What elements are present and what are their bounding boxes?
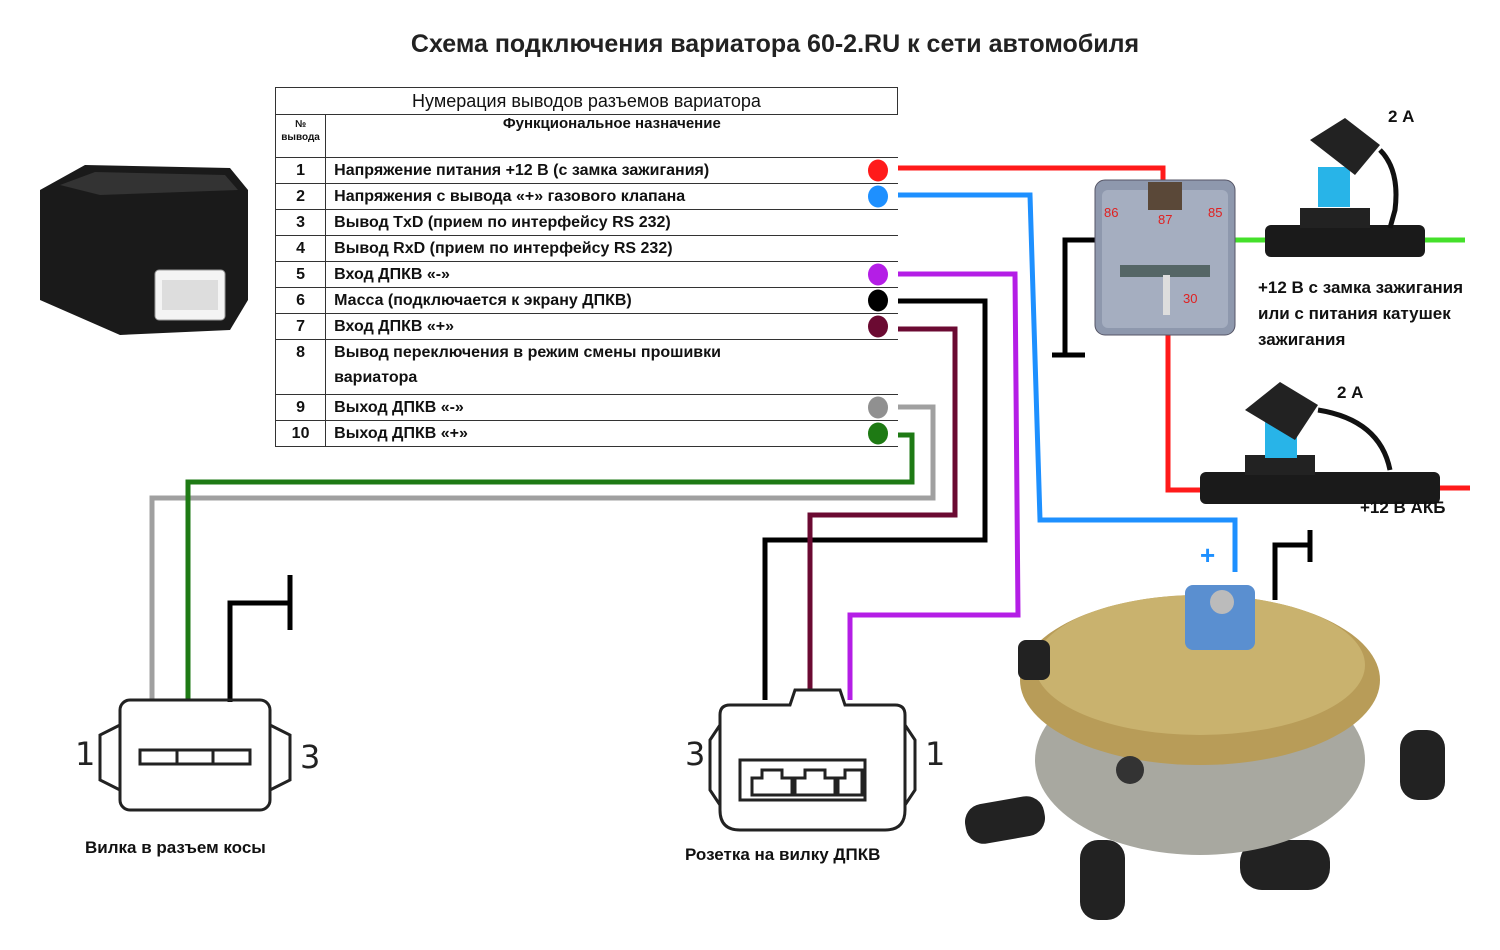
fuse-battery-rating: 2 А	[1337, 383, 1364, 402]
relay-image: 86 87 85 30	[1094, 179, 1236, 336]
pin-number: 2	[274, 183, 327, 210]
ground-plug	[227, 600, 290, 702]
wire-gray	[149, 404, 936, 700]
fuse-holder-ignition-image	[1265, 118, 1425, 257]
pin-number: 4	[274, 235, 327, 262]
diagram-title: Схема подключения вариатора 60-2.RU к се…	[410, 30, 1140, 58]
pin-table: Нумерация выводов разъемов вариатора № в…	[274, 87, 898, 447]
pin-function: Вывод RxD (прием по интерфейсу RS 232)	[325, 235, 898, 262]
wire-blue-valve	[878, 192, 1238, 572]
fuse-ignition-label: +12 В с замка зажигания или с питания ка…	[1258, 278, 1464, 349]
wire-maroon	[807, 326, 958, 690]
col-header-number: № вывода	[274, 114, 327, 158]
pin-number: 1	[274, 157, 327, 184]
plug-pin-3: 3	[300, 738, 321, 776]
sensor-socket-label: Розетка на вилку ДПКВ	[685, 845, 881, 864]
fuse-ignition-rating: 2 А	[1388, 107, 1415, 126]
pin-function: Напряжение питания +12 В (с замка зажига…	[325, 157, 898, 184]
wire-purple	[847, 271, 1021, 700]
harness-plug-image	[98, 698, 292, 812]
variator-unit-image	[40, 165, 248, 335]
fuse-holder-battery-image	[1200, 382, 1440, 504]
pin-number: 6	[274, 287, 327, 314]
pin-function: Вывод TxD (прием по интерфейсу RS 232)	[325, 209, 898, 236]
pin-function: Вход ДПКВ «+»	[325, 313, 898, 340]
relay-pin-86: 86	[1104, 205, 1118, 220]
wire-red-battery	[1165, 310, 1205, 493]
ground-relay	[1062, 237, 1105, 355]
gas-reducer-image	[964, 585, 1445, 920]
pin-number: 3	[274, 209, 327, 236]
fuse-battery-label: +12 В АКБ	[1360, 498, 1446, 517]
relay-pin-87: 87	[1158, 212, 1172, 227]
relay-pin-30: 30	[1183, 291, 1197, 306]
pin-table-title: Нумерация выводов разъемов вариатора	[275, 87, 898, 115]
pin-function: Вход ДПКВ «-»	[325, 261, 898, 288]
pin-number: 7	[274, 313, 327, 340]
col-header-function: Функциональное назначение	[325, 114, 898, 158]
valve-plus-label: +	[1200, 540, 1216, 570]
pin-function: Выход ДПКВ «-»	[325, 394, 898, 421]
pin-function: Выход ДПКВ «+»	[325, 420, 898, 447]
socket-pin-1: 1	[925, 735, 946, 773]
wire-black-shield	[762, 298, 988, 700]
pin-number: 9	[274, 394, 327, 421]
sensor-socket-image	[708, 688, 917, 832]
relay-pin-85: 85	[1208, 205, 1222, 220]
pin-function: Вывод переключения в режим смены прошивк…	[325, 339, 898, 395]
ground-valve	[1272, 542, 1310, 600]
pin-function: Масса (подключается к экрану ДПКВ)	[325, 287, 898, 314]
socket-pin-3: 3	[685, 735, 706, 773]
wire-green-dark	[185, 432, 915, 700]
pin-number: 5	[274, 261, 327, 288]
harness-plug-label: Вилка в разъем косы	[85, 838, 266, 857]
pin-function: Напряжения с вывода «+» газового клапана	[325, 183, 898, 210]
plug-pin-1: 1	[75, 735, 96, 773]
pin-number: 8	[274, 339, 327, 395]
pin-number: 10	[274, 420, 327, 447]
